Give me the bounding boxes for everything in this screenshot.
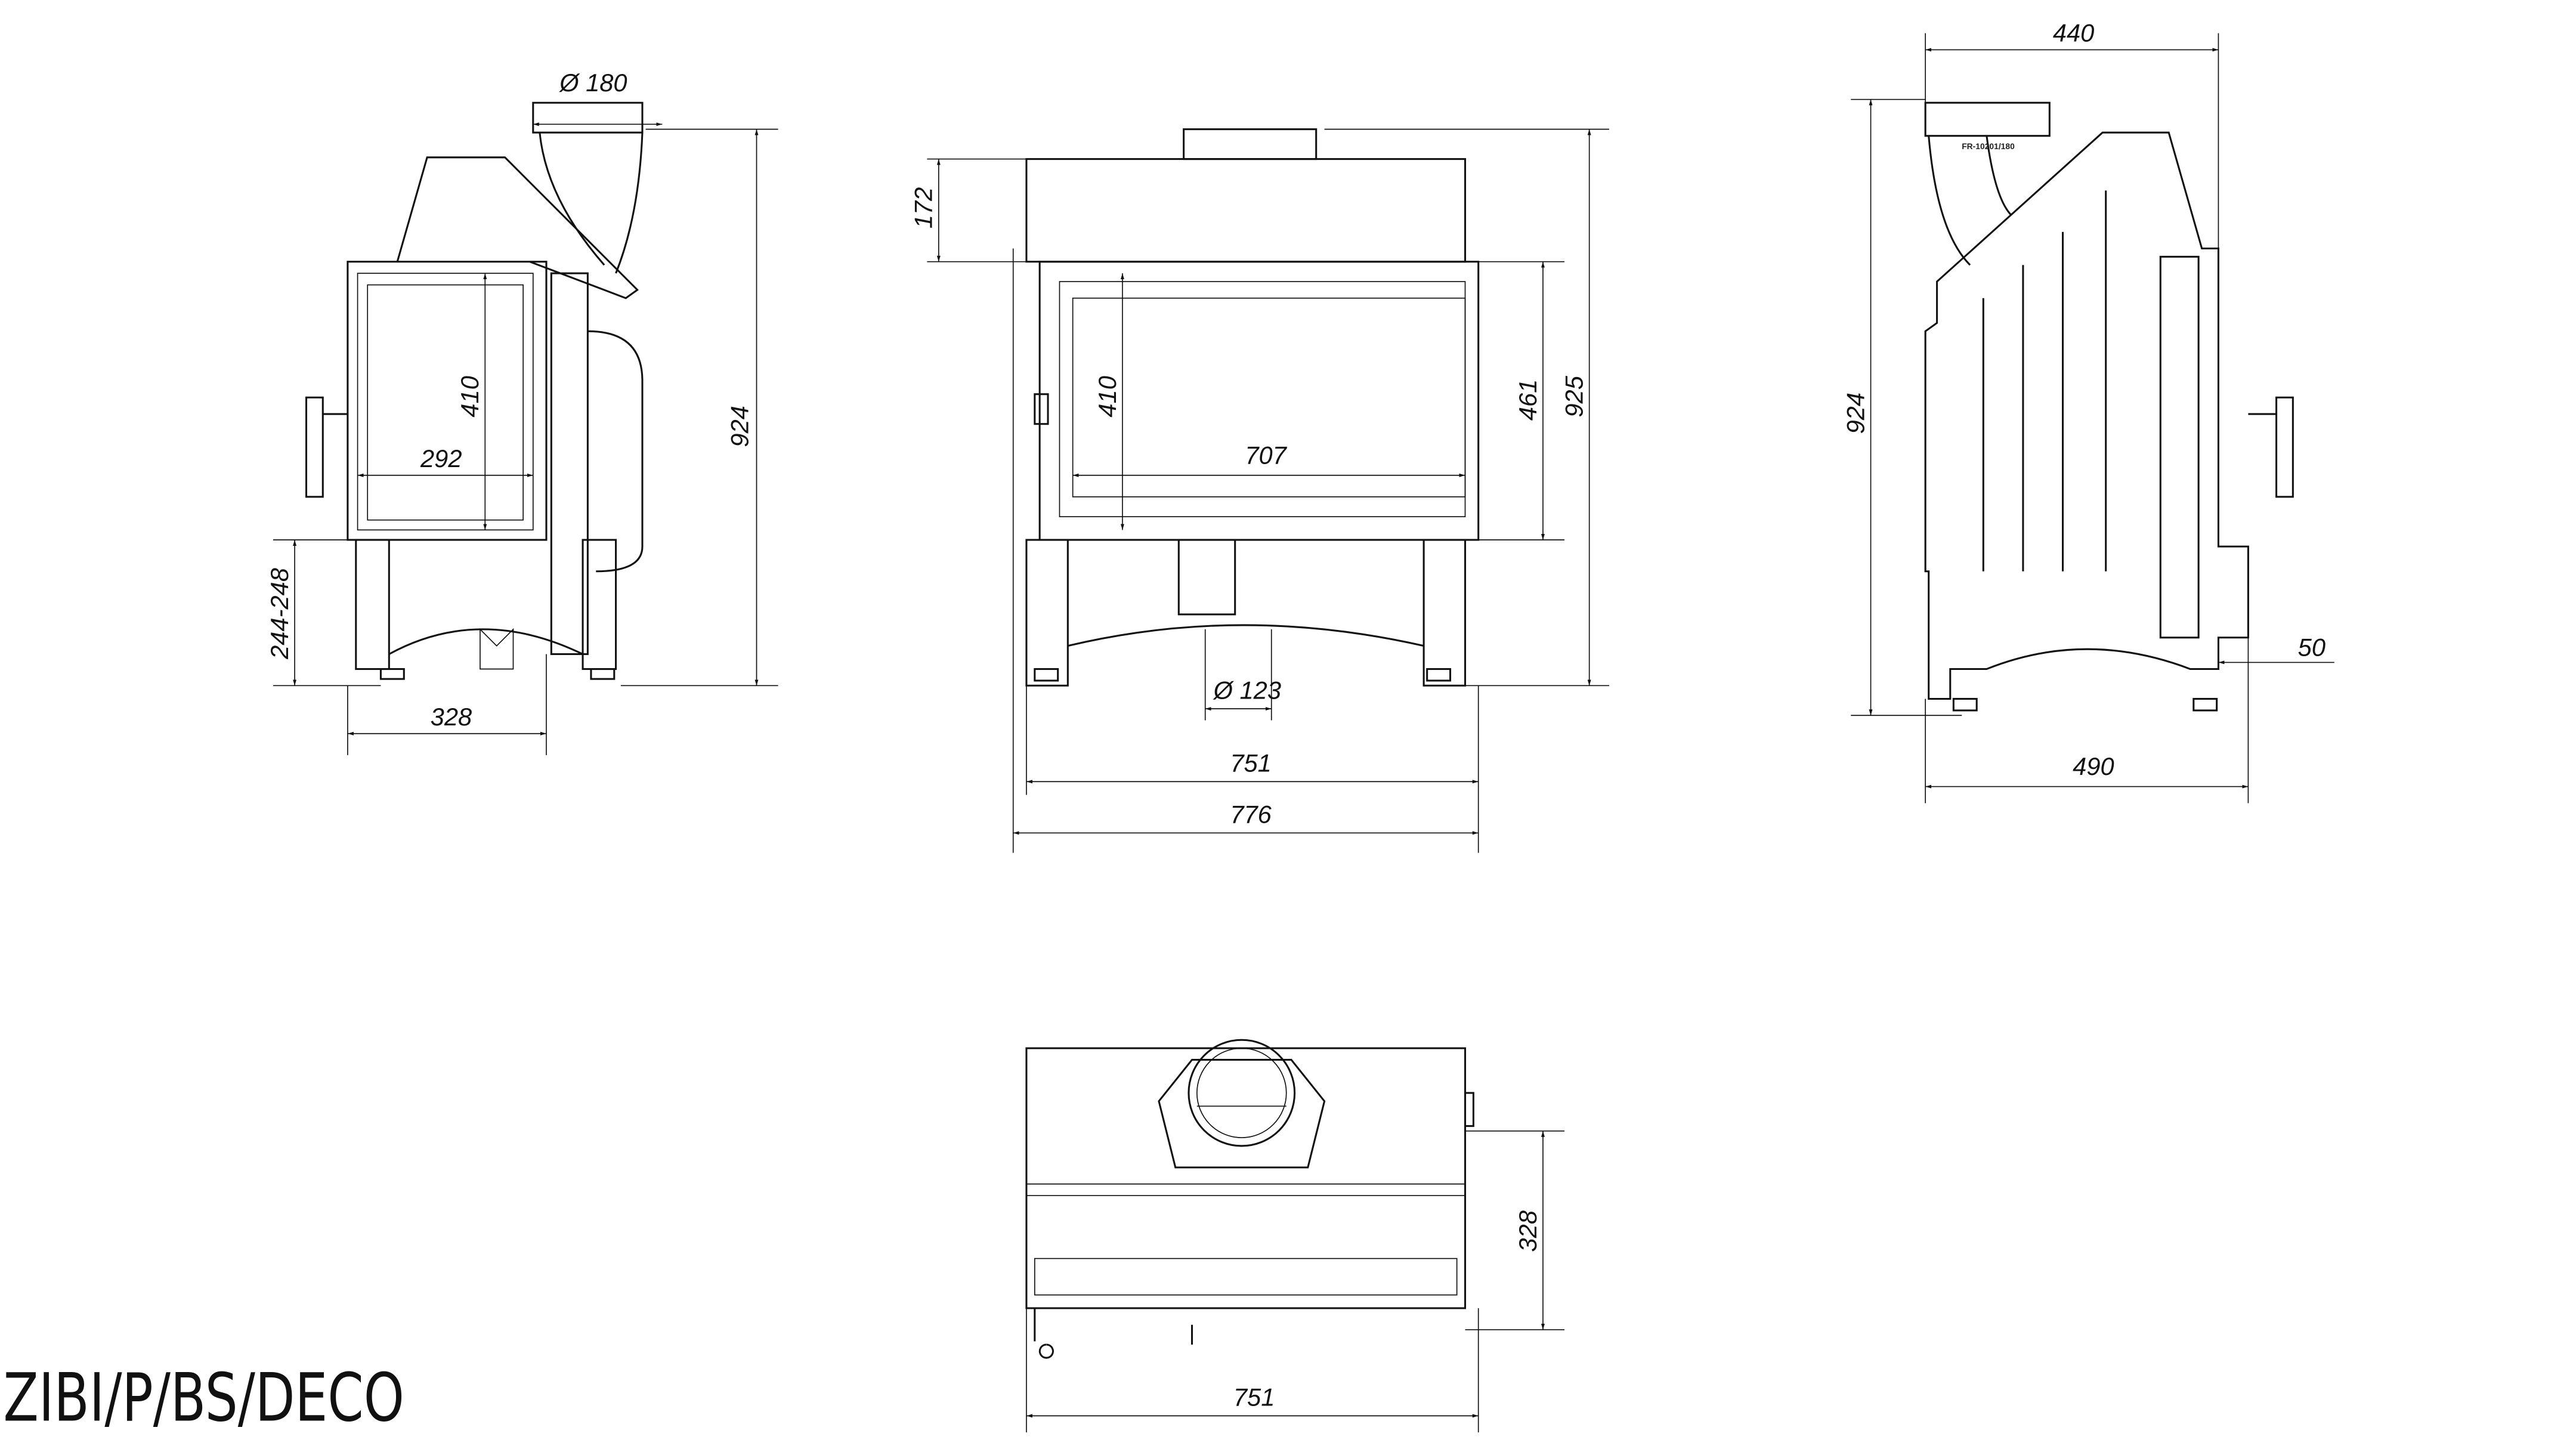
side-view: Ø 180 924 244-248 328 410 292 <box>265 69 778 755</box>
front-width-inner-label: 751 <box>1230 749 1271 777</box>
model-title: ZIBI/P/BS/DECO <box>4 1360 404 1436</box>
door-height-label: 461 <box>1514 379 1542 421</box>
leg-height-label: 244-248 <box>265 568 293 660</box>
top-height-label: 172 <box>910 187 938 228</box>
front-glass-width-label: 707 <box>1245 441 1287 469</box>
flue-diameter-label: Ø 180 <box>558 69 627 97</box>
rear-height-label: 924 <box>1841 393 1869 434</box>
front-glass-height-label: 410 <box>1093 376 1121 417</box>
top-view: 328 751 <box>1025 1039 1565 1433</box>
top-width-label: 751 <box>1233 1383 1275 1411</box>
air-inlet-diameter-label: Ø 123 <box>1213 676 1281 704</box>
side-height-label: 924 <box>726 406 754 447</box>
side-depth-label: 328 <box>431 703 472 731</box>
side-glass-width-label: 292 <box>420 444 462 472</box>
rear-top-width-label: 440 <box>2053 19 2094 47</box>
offset-label: 50 <box>2298 633 2325 661</box>
rear-side-view: FR-10201/180 440 924 490 50 <box>1841 19 2334 804</box>
front-height-label: 925 <box>1560 375 1588 417</box>
top-depth-label: 328 <box>1514 1210 1542 1252</box>
front-width-outer-label: 776 <box>1230 801 1272 829</box>
rear-depth-label: 490 <box>2073 752 2114 780</box>
front-view: 172 925 461 410 707 Ø 123 751 776 <box>910 128 1609 853</box>
side-glass-height-label: 410 <box>456 376 484 417</box>
